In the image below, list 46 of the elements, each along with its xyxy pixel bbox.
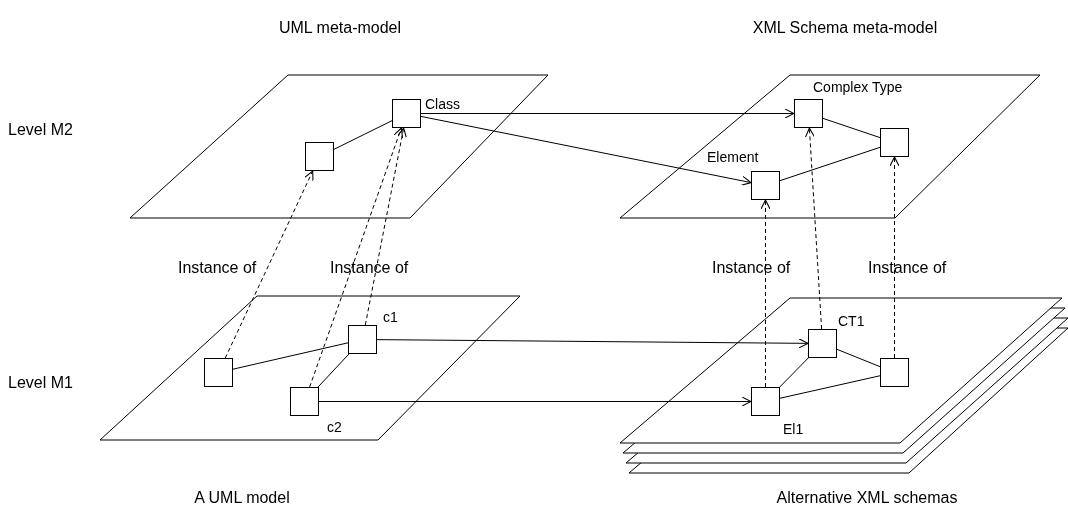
connector-line <box>779 375 881 399</box>
class-box <box>204 358 233 387</box>
relation-label: Instance of <box>868 258 947 278</box>
class-box <box>392 99 421 128</box>
arrow <box>376 338 809 349</box>
level-label: Level M1 <box>8 373 73 393</box>
arrow <box>420 115 752 186</box>
class-box <box>880 128 909 157</box>
class-box <box>808 329 837 358</box>
relation-label: Instance of <box>712 258 791 278</box>
arrow <box>889 156 900 359</box>
box-label: c2 <box>327 419 342 435</box>
connector-line <box>822 117 881 139</box>
level-label: Level M2 <box>8 120 73 140</box>
connector-line <box>779 357 809 388</box>
arrow <box>224 170 314 359</box>
arrow <box>318 396 752 407</box>
class-box <box>794 99 823 128</box>
plane-caption: XML Schema meta-model <box>752 18 938 38</box>
box-label: CT1 <box>838 313 865 329</box>
plane-caption: Alternative XML schemas <box>776 488 958 508</box>
box-label: Class <box>425 96 460 112</box>
connector-line <box>836 348 881 368</box>
arrow <box>364 127 407 326</box>
box-label: Element <box>707 149 759 165</box>
box-label: Complex Type <box>813 79 903 95</box>
arrow <box>760 199 771 388</box>
class-box <box>290 387 319 416</box>
connector-line <box>232 342 349 370</box>
class-box <box>305 142 334 171</box>
connector-line <box>317 353 350 388</box>
class-box <box>751 171 780 200</box>
box-label: El1 <box>783 421 804 437</box>
plane-caption: A UML model <box>194 488 290 508</box>
arrow <box>420 108 795 119</box>
arrow <box>309 127 404 388</box>
arrow <box>804 127 823 330</box>
connector-line <box>779 146 881 182</box>
plane-caption: UML meta-model <box>278 18 402 38</box>
class-box <box>751 387 780 416</box>
connector-line <box>333 120 393 150</box>
box-label: c1 <box>383 309 398 325</box>
class-box <box>348 325 377 354</box>
relation-label: Instance of <box>178 258 257 278</box>
relation-label: Instance of <box>330 258 409 278</box>
class-box <box>880 358 909 387</box>
